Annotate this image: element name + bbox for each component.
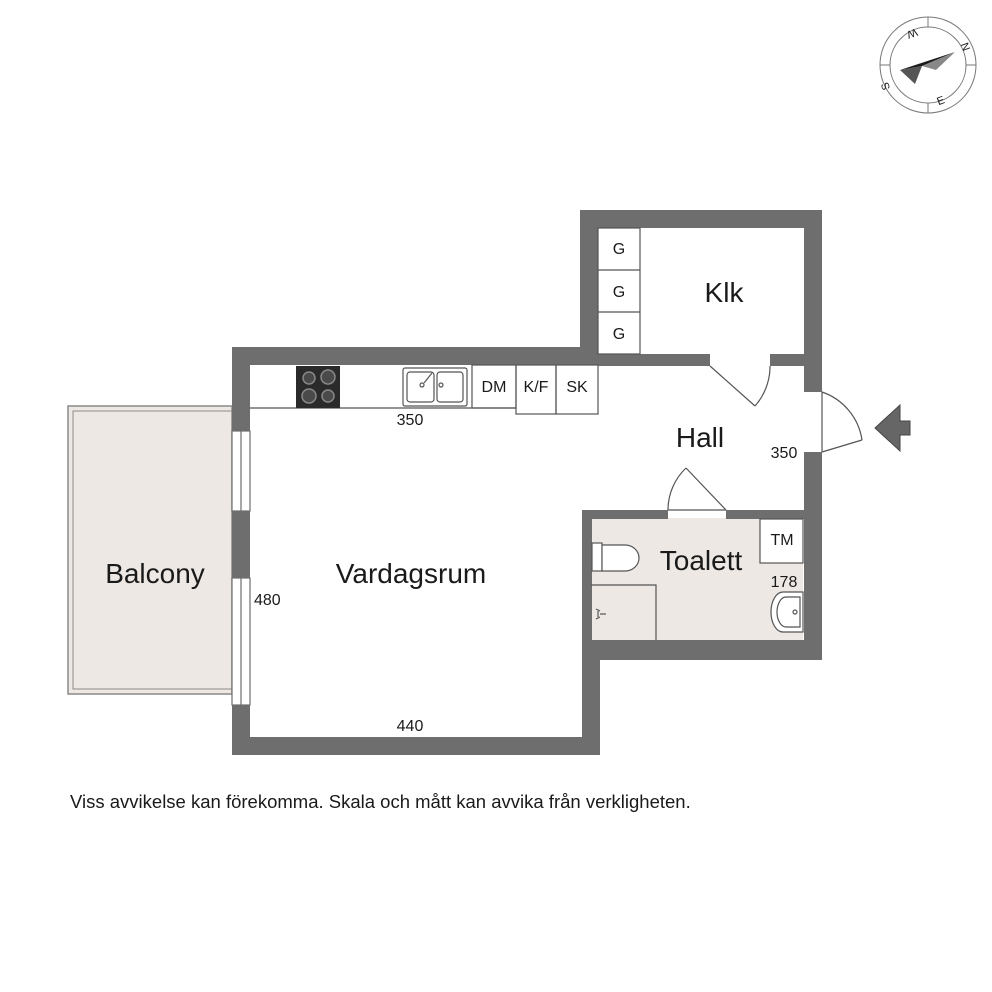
compass-west: W xyxy=(905,25,919,40)
wardrobe-label-1: G xyxy=(613,241,625,258)
toilet-icon xyxy=(591,542,640,572)
dimension-living-height: 480 xyxy=(254,592,281,609)
dimension-hall-width: 350 xyxy=(771,445,798,462)
room-label-vardagsrum: Vardagsrum xyxy=(336,558,486,589)
kitchen-counter xyxy=(250,364,599,415)
windows xyxy=(231,430,251,706)
room-label-hall: Hall xyxy=(676,422,724,453)
compass-north: N xyxy=(958,41,972,53)
room-label-klk: Klk xyxy=(705,277,745,308)
room-label-toalett: Toalett xyxy=(660,545,743,576)
klk-door xyxy=(709,365,771,407)
kitchen-sink-icon xyxy=(402,367,468,407)
wardrobe-label-2: G xyxy=(613,284,625,301)
balcony xyxy=(67,405,233,695)
dimension-toilet-width: 178 xyxy=(771,574,798,591)
room-label-balcony: Balcony xyxy=(105,558,205,589)
wardrobes xyxy=(597,227,641,355)
compass-east: E xyxy=(935,94,946,108)
front-door xyxy=(821,391,863,453)
shower-icon xyxy=(591,584,657,640)
dimension-living-width: 440 xyxy=(397,718,424,735)
compass-rose-icon xyxy=(879,16,977,114)
cabinet-label: SK xyxy=(566,379,588,396)
wardrobe-label-3: G xyxy=(613,326,625,343)
disclaimer-text: Viss avvikelse kan förekomma. Skala och … xyxy=(70,791,691,812)
entrance-arrow-icon xyxy=(874,403,911,453)
walls xyxy=(232,210,822,755)
toilet-door xyxy=(667,467,727,511)
stove-icon xyxy=(296,366,340,408)
washbasin-icon xyxy=(770,591,804,633)
dishwasher-label: DM xyxy=(482,379,507,396)
fridge-freezer-label: K/F xyxy=(524,379,549,396)
washer-label: TM xyxy=(770,532,793,549)
compass-south: S xyxy=(879,81,893,92)
washer xyxy=(759,518,804,564)
dimension-kitchen-width: 350 xyxy=(397,412,424,429)
